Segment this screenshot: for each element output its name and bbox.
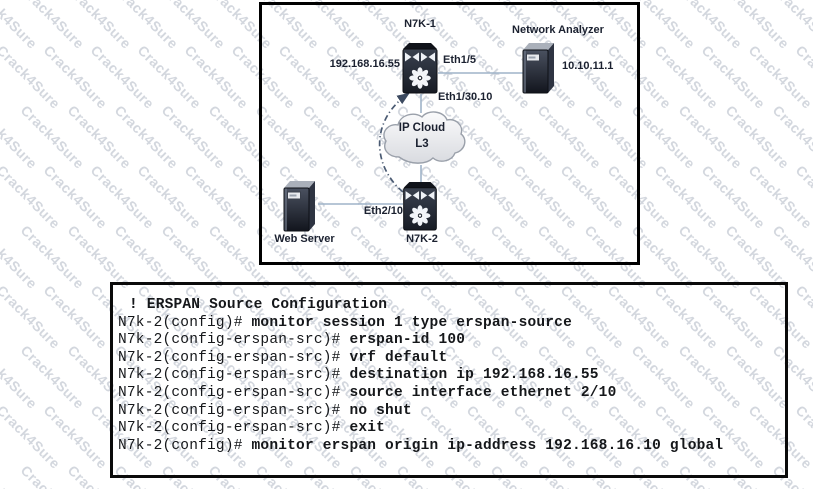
n7k1-label: N7K-1 bbox=[404, 18, 436, 30]
interface-label-eth1-30-10: Eth1/30.10 bbox=[438, 91, 493, 103]
config-line: N7k-2(config-erspan-src)# exit bbox=[118, 420, 386, 437]
watermark-text: Crack4Sure bbox=[745, 42, 813, 112]
config-line: N7k-2(config-erspan-src)# source interfa… bbox=[118, 384, 617, 401]
watermark-text: Crack4Sure bbox=[134, 162, 205, 232]
watermark-text: Crack4Sure bbox=[0, 402, 64, 472]
watermark-text: Crack4Sure bbox=[64, 102, 135, 172]
watermark-text: Crack4Sure bbox=[0, 282, 64, 352]
watermark-text: Crack4Sure bbox=[181, 42, 252, 112]
watermark-text: Crack4Sure bbox=[17, 0, 88, 52]
watermark-text: Crack4Sure bbox=[698, 42, 769, 112]
interface-label-eth1-5: Eth1/5 bbox=[443, 54, 477, 66]
watermark-text: Crack4Sure bbox=[64, 0, 135, 52]
watermark-text: Crack4Sure bbox=[158, 102, 229, 172]
watermark-text: Crack4Sure bbox=[134, 42, 205, 112]
interface-label-eth2-10: Eth2/10 bbox=[363, 205, 403, 217]
config-line: N7k-2(config-erspan-src)# vrf default bbox=[118, 349, 448, 366]
topology-diagram: N7K-1 bbox=[259, 2, 640, 265]
watermark-text: Crack4Sure bbox=[769, 102, 813, 172]
watermark-text: Crack4Sure bbox=[0, 42, 64, 112]
watermark-text: Crack4Sure bbox=[698, 162, 769, 232]
watermark-text: Crack4Sure bbox=[651, 162, 722, 232]
cloud-icon bbox=[383, 111, 466, 164]
config-line: N7k-2(config-erspan-src)# erspan-id 100 bbox=[118, 332, 466, 349]
analyzer-label: Network Analyzer bbox=[512, 24, 604, 36]
topology-links bbox=[318, 72, 523, 205]
watermark-text: Crack4Sure bbox=[18, 462, 88, 489]
n7k1-ip: 192.168.16.55 bbox=[329, 58, 400, 70]
webserver-icon bbox=[281, 180, 318, 232]
cloud-layer-label: L3 bbox=[415, 138, 429, 150]
cloud-label: IP Cloud bbox=[398, 122, 446, 134]
watermark-text: Crack4Sure bbox=[0, 342, 41, 412]
watermark-text: Crack4Sure bbox=[0, 162, 64, 232]
watermark-text: Crack4Sure bbox=[722, 102, 793, 172]
watermark-text: Crack4Sure bbox=[792, 162, 813, 232]
watermark-text: Crack4Sure bbox=[40, 42, 111, 112]
n7k2-label: N7K-2 bbox=[406, 233, 438, 245]
watermark-text: Crack4Sure bbox=[0, 102, 41, 172]
n7k2-switch-icon bbox=[402, 181, 438, 233]
watermark-text: Crack4Sure bbox=[40, 162, 111, 232]
config-comment-line: ! ERSPAN Source Configuration bbox=[129, 297, 388, 313]
config-line: N7k-2(config)# monitor erspan origin ip-… bbox=[118, 437, 724, 454]
watermark-text: Crack4Sure bbox=[792, 42, 813, 112]
watermark-text: Crack4Sure bbox=[17, 102, 88, 172]
watermark-text: Crack4Sure bbox=[17, 222, 88, 292]
watermark-text: Crack4Sure bbox=[651, 42, 722, 112]
watermark-text: Crack4Sure bbox=[769, 0, 813, 52]
watermark-text: Crack4Sure bbox=[87, 162, 158, 232]
watermark-text: Crack4Sure bbox=[181, 162, 252, 232]
watermark-text: Crack4Sure bbox=[675, 0, 746, 52]
watermark-text: Crack4Sure bbox=[745, 162, 813, 232]
watermark-text: Crack4Sure bbox=[40, 402, 111, 472]
config-line: N7k-2(config-erspan-src)# no shut bbox=[118, 402, 412, 419]
watermark-text: Crack4Sure bbox=[722, 0, 793, 52]
watermark-text: Crack4Sure bbox=[17, 342, 88, 412]
watermark-text: Crack4Sure bbox=[0, 0, 41, 52]
watermark-text: Crack4Sure bbox=[87, 42, 158, 112]
watermark-text: Crack4Sure bbox=[792, 402, 813, 472]
n7k1-switch-icon bbox=[402, 42, 438, 94]
analyzer-ip: 10.10.11.1 bbox=[562, 60, 614, 72]
watermark-text: Crack4Sure bbox=[675, 102, 746, 172]
watermark-text: Crack4Sure bbox=[40, 282, 111, 352]
watermark-text: Crack4Sure bbox=[158, 0, 229, 52]
config-line: N7k-2(config)# monitor session 1 type er… bbox=[118, 314, 572, 331]
erspan-tunnel-arrow bbox=[378, 92, 410, 193]
erspan-config-panel: ! ERSPAN Source Configuration N7k-2(conf… bbox=[110, 282, 788, 478]
watermark-text: Crack4Sure bbox=[111, 102, 182, 172]
ip-cloud: IP Cloud L3 bbox=[378, 105, 466, 167]
analyzer-server-icon bbox=[520, 42, 557, 94]
watermark-text: Crack4Sure bbox=[0, 222, 41, 292]
watermark-text: Crack4Sure bbox=[111, 0, 182, 52]
watermark-text: Crack4Sure bbox=[0, 462, 41, 489]
config-line: N7k-2(config-erspan-src)# destination ip… bbox=[118, 367, 599, 384]
watermark-text: Crack4Sure bbox=[792, 282, 813, 352]
webserver-label: Web Server bbox=[274, 233, 335, 245]
